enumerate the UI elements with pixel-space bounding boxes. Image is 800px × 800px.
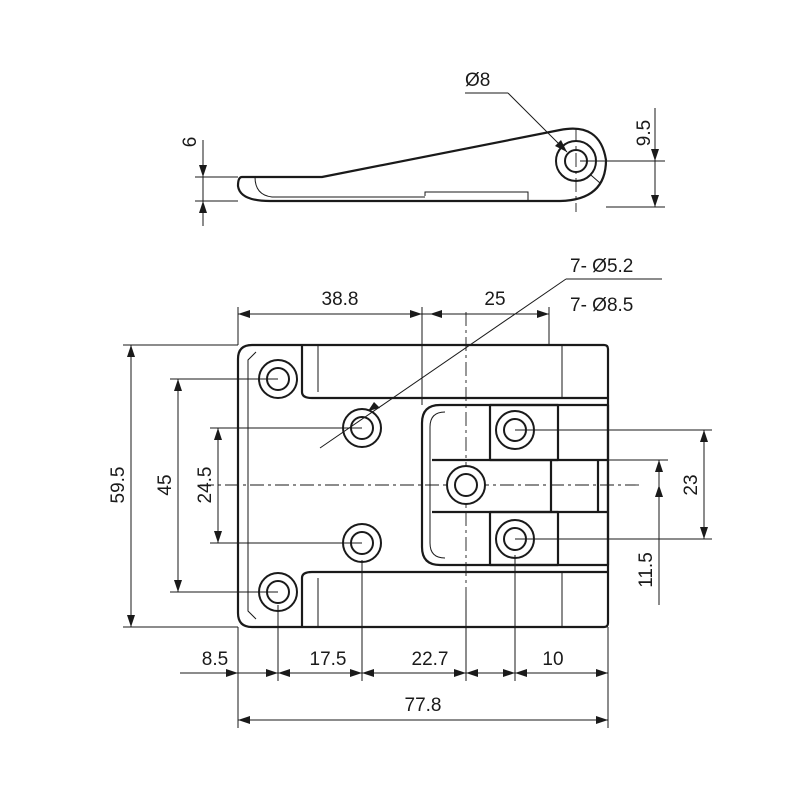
label-bottom-4: 10: [542, 649, 563, 670]
label-offset: 11.5: [636, 552, 657, 588]
arrow-dia8: [555, 140, 567, 152]
leader-holes: [319, 278, 567, 449]
arrow-thickness-top: [199, 165, 207, 177]
hinge-plate-inner-edge: [247, 351, 257, 620]
label-total-width: 77.8: [405, 695, 442, 716]
label-small-holes: 7- Ø5.2: [570, 256, 633, 277]
arrow-knuckle-bottom: [651, 195, 659, 207]
center-leaf-outline: [420, 403, 610, 567]
side-view-step: [424, 191, 529, 201]
label-top-left-width: 38.8: [322, 289, 359, 310]
front-view: 7- Ø5.2 7- Ø8.5 38.8 25 59.5 45 24.5: [108, 256, 712, 728]
hole-center: [446, 465, 486, 505]
label-outer-span: 45: [155, 474, 176, 495]
bottom-knuckle: [300, 570, 608, 627]
label-knuckle: 9.5: [634, 120, 655, 146]
arrow-thickness-bottom: [199, 201, 207, 213]
side-view-profile: [236, 127, 608, 203]
label-dia8: Ø8: [465, 70, 490, 91]
label-bottom-2: 17.5: [310, 649, 347, 670]
arrow-knuckle-top: [651, 149, 659, 161]
label-top-right-width: 25: [484, 289, 505, 310]
label-inner-span: 24.5: [195, 467, 216, 504]
arrow-holes: [368, 402, 380, 411]
hinge-plate-outline: [236, 343, 610, 629]
label-right-span: 23: [681, 474, 702, 495]
side-view: Ø8 6 9.5: [180, 70, 665, 226]
label-total-height: 59.5: [108, 467, 129, 504]
label-thickness: 6: [180, 137, 201, 148]
label-bottom-3: 22.7: [412, 649, 449, 670]
side-view-inner-edge: [254, 176, 425, 198]
top-knuckle: [300, 345, 608, 400]
label-bottom-1: 8.5: [202, 649, 228, 670]
leader-dia8: [507, 92, 568, 153]
upper-knuckle-block: [488, 403, 560, 462]
label-large-holes: 7- Ø8.5: [570, 295, 633, 316]
